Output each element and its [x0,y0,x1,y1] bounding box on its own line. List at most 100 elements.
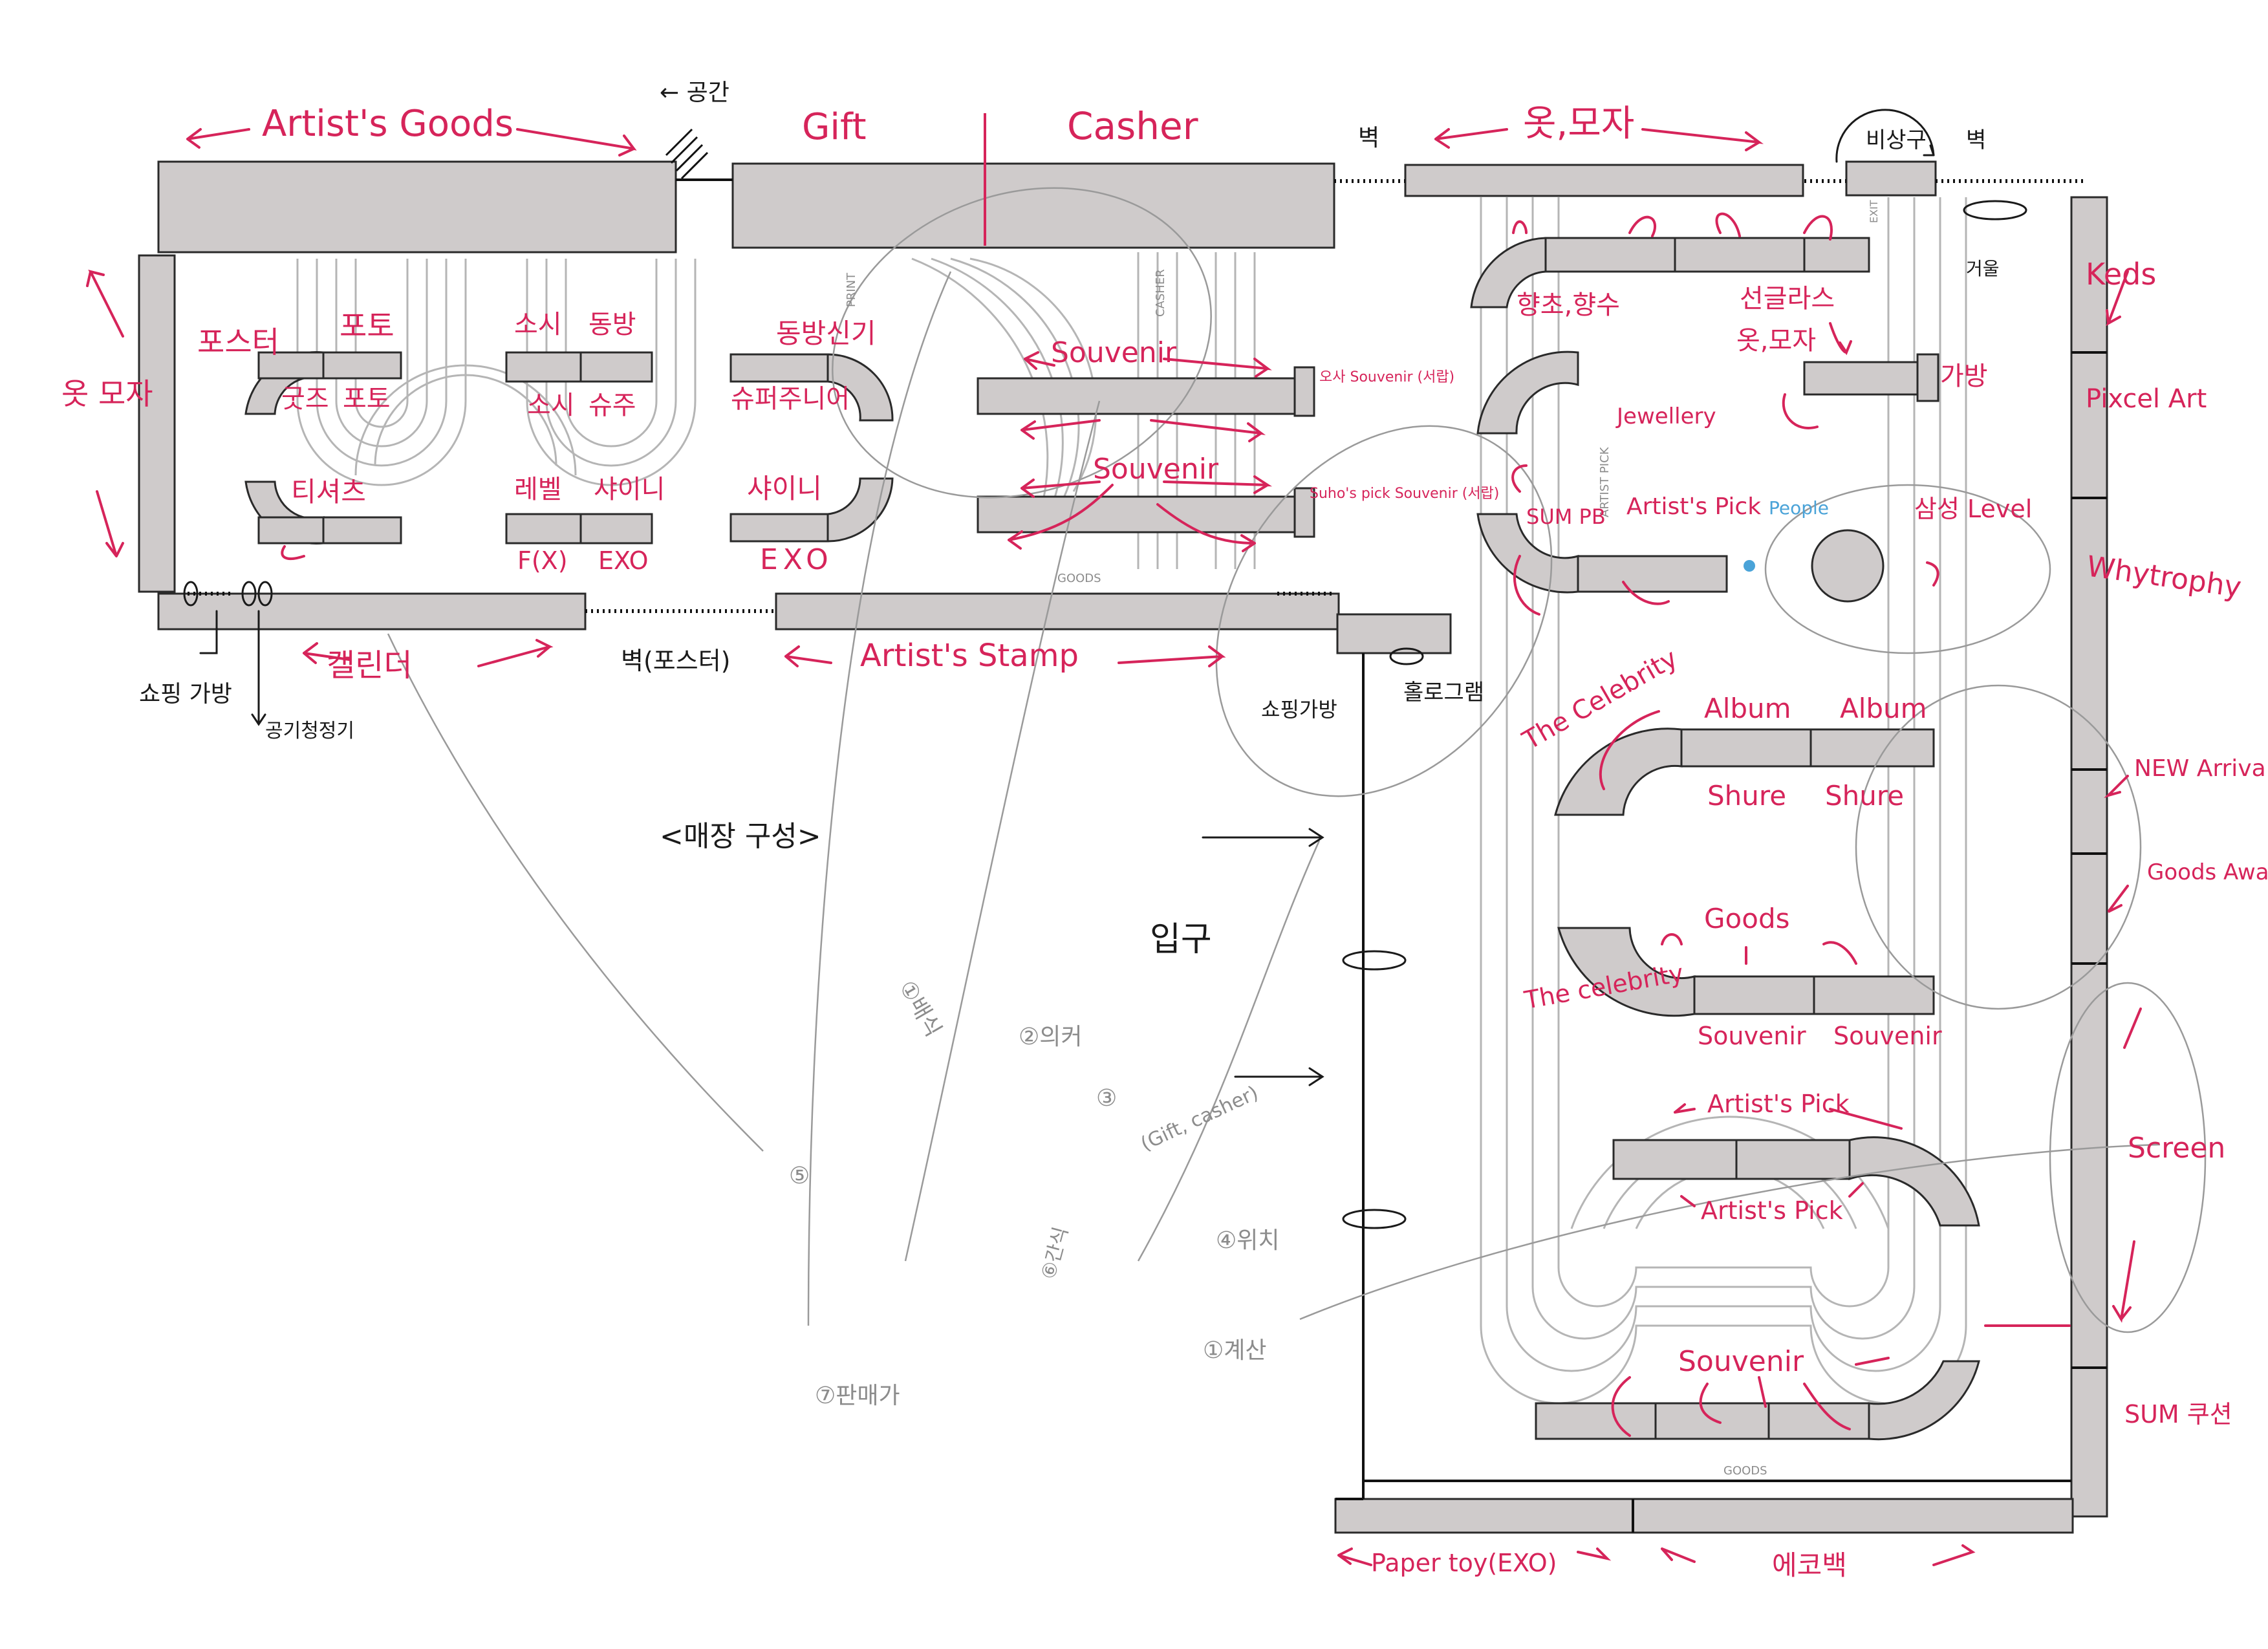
wall-pixcel-art: Pixcel Art [2086,384,2207,414]
shelf-artists-pick-bottom: Artist's Pick [1701,1196,1843,1225]
shelf-sunglasses: 선글라스 [1740,284,1835,314]
printed-goods-mid: GOODS [1057,572,1101,585]
air-purifier-label: 공기청정기 [265,720,354,742]
zone-casher: Casher [1067,104,1198,148]
shelf-samsung-level: 삼성 Level [1914,495,2032,523]
shelf-clothes-hats-right: 옷,모자 [1736,326,1816,356]
gap-label: ← 공간 [660,80,729,106]
pencil-note-6: ⑥간식 [1037,1225,1073,1282]
zone-clothes-hats-top: 옷,모자 [1523,103,1634,145]
pencil-note-7: ④위치 [1216,1227,1280,1254]
shelf-shinee-left: 샤이니 [594,475,665,504]
wall-sum-cushion: SUM 쿠션 [2124,1400,2232,1428]
left-wall-unit [138,254,176,593]
wall-goods-award: Goods Award [2147,859,2268,885]
zone-artists-stamp: Artist's Stamp [860,638,1079,674]
shelf-sosi-top: 소시 [514,310,562,339]
emergency-exit-block [1845,160,1937,197]
wall-keds: Keds [2086,257,2156,292]
shelf-goods: 굿즈 [281,384,329,414]
shelf-artists-pick-top: Artist's Pick [1707,1090,1850,1118]
shelf-poster: 포스터 [197,325,279,360]
people-label: People [1769,497,1829,519]
hologram-label: 홀로그램 [1403,680,1484,706]
shelf-tshirt: 티셔츠 [291,476,366,508]
right-wall-unit [2070,196,2108,1518]
shelf-exo-left: EXO [598,546,649,575]
printed-exit: EXIT [1868,200,1880,223]
shelf-photo-bottom: 포토 [343,384,391,414]
calendar-wall [157,592,587,630]
entrance-label: 입구 [1150,920,1212,959]
shelf-photo-top: 포토 [340,308,394,343]
pencil-note-8: ①계산 [1203,1337,1267,1364]
wall-poster-label: 벽(포스터) [621,647,731,675]
shelf-superjunior: 슈퍼주니어 [731,384,850,414]
shelf-osaka-souvenir: 오사 Souvenir (서랍) [1319,369,1454,385]
black-annotations [183,109,2027,1229]
wall-hatching [188,128,2086,613]
printed-artist-pick: ARTIST PICK [1598,446,1612,517]
wall-whytrophy: Whytrophy [2084,550,2243,604]
shelf-shure-2: Shure [1825,780,1904,812]
zone-calendar: 캘린더 [327,647,412,684]
top-right-wall-unit [1404,164,1804,197]
pencil-note-4: (Gift, casher) [1138,1082,1262,1156]
shelf-label: 레벨 [514,475,562,504]
top-left-wall-unit [157,160,677,253]
mirror-label: 거울 [1966,258,2000,279]
shelf-bag: 가방 [1940,361,1988,391]
pencil-note-2: ②의커 [1019,1024,1083,1050]
zone-gift: Gift [802,106,867,148]
shelf-shure-1: Shure [1707,780,1786,812]
emergency-exit-label: 비상구 [1866,127,1927,153]
shelf-shinee-mid: 샤이니 [747,473,822,504]
gift-casher-counter [731,162,1335,249]
pencil-note-1: ①배식 [894,976,946,1042]
shelf-album-2: Album [1840,693,1927,724]
printed-print: PRINT [845,272,858,307]
shelf-goods-right: Goods [1704,903,1789,934]
shelf-jewellery: Jewellery [1615,404,1716,429]
zone-eco-bag: 에코백 [1772,1549,1847,1581]
shopping-bag-left-label: 쇼핑 가방 [139,681,232,707]
shelf-exo-mid: EXO [760,543,834,576]
shelf-sosi-bottom: 소시 [527,391,575,420]
right-shelves [1470,237,1980,1441]
plan-title: <매장 구성> [660,820,821,853]
wall-new-arrival: NEW Arrival [2134,755,2268,782]
left-shelves [244,350,1315,545]
hologram-block [1336,613,1452,654]
shelf-souvenir-b: Souvenir [1833,1022,1942,1050]
shelf-souvenir-2: Souvenir [1093,453,1219,486]
printed-goods-bottom: GOODS [1723,1464,1767,1478]
shelf-souvenir-a: Souvenir [1698,1022,1806,1050]
shelf-souvenir-bottom: Souvenir [1678,1345,1804,1378]
red-arrows [86,128,2142,1566]
shelf-souvenir-1: Souvenir [1051,336,1177,369]
samsung-level-pillar [1811,529,1885,603]
walls [138,128,2108,1534]
shopping-bag-mid-label: 쇼핑가방 [1261,697,1337,722]
shelf-dongbangsingi: 동방신기 [776,318,876,349]
pencil-note-3: ③ [1096,1085,1117,1112]
shelf-sum-pb: SUM PB [1526,504,1606,529]
shelf-fx: F(X) [517,546,568,575]
shelf-suhos-pick: Suho's pick Souvenir (서랍) [1310,486,1499,502]
wall-label-top-right: 벽 [1966,127,1986,153]
shelf-artists-pick-upper: Artist's Pick [1626,493,1761,520]
printed-casher: CASHER [1154,269,1167,317]
pencil-note-9: ⑦판매가 [815,1383,900,1409]
zone-paper-toy: Paper toy(EXO) [1371,1549,1557,1577]
zone-artists-goods: Artist's Goods [262,103,513,145]
zone-clothes-hats-left: 옷 모자 [61,376,153,411]
pencil-note-5: ⑤ [789,1163,810,1189]
right-display-tracks [1480,197,1967,1405]
bottom-wall-unit [1334,1498,2074,1534]
artists-stamp-wall [775,592,1340,630]
wall-screen: Screen [2128,1132,2225,1165]
pencil-sketches [387,187,2207,1333]
shelf-dongbang-top: 동방 [589,310,636,339]
shelf-perfume: 향초,향수 [1517,290,1620,320]
